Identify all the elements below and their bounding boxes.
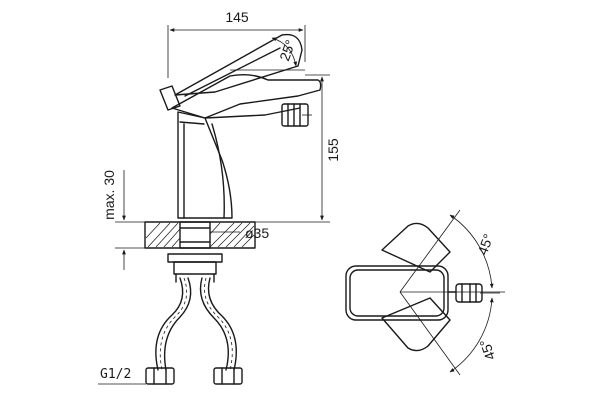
deck-hatch-left: [145, 222, 181, 248]
mounting-deck: [144, 221, 256, 249]
flexible-hose-right: [199, 277, 243, 385]
thickness-label: max. 30: [101, 170, 117, 220]
thread-dimension: G1/2: [98, 367, 146, 385]
height-dimension: 155: [240, 74, 341, 223]
hole-diameter-label: ø35: [245, 225, 269, 241]
rotation-top-label: 45°: [474, 232, 496, 257]
aerator-top: [455, 283, 500, 303]
lever-handle: [159, 33, 303, 111]
faucet-body: [171, 73, 322, 219]
flexible-hose-left: [145, 277, 192, 385]
height-label: 155: [325, 138, 341, 162]
width-label: 145: [225, 9, 249, 25]
hole-diameter-dimension: ø35: [210, 225, 269, 241]
aerator: [281, 103, 312, 127]
spout-angle-label: 25°: [276, 38, 298, 63]
thickness-dimension: max. 30: [101, 170, 145, 270]
fixing-nut: [167, 253, 223, 283]
top-view: 45° 45°: [345, 209, 505, 376]
handle-rotated-down: [381, 297, 451, 352]
rotation-arcs: 45° 45°: [399, 209, 505, 376]
spout-angle-dimension: 25°: [230, 37, 305, 71]
side-view: 145 25°: [98, 9, 341, 385]
rotation-bottom-label: 45°: [476, 337, 498, 362]
width-dimension: 145: [167, 9, 306, 78]
thread-label: G1/2: [100, 367, 131, 382]
handle-rotated-up: [381, 222, 451, 273]
